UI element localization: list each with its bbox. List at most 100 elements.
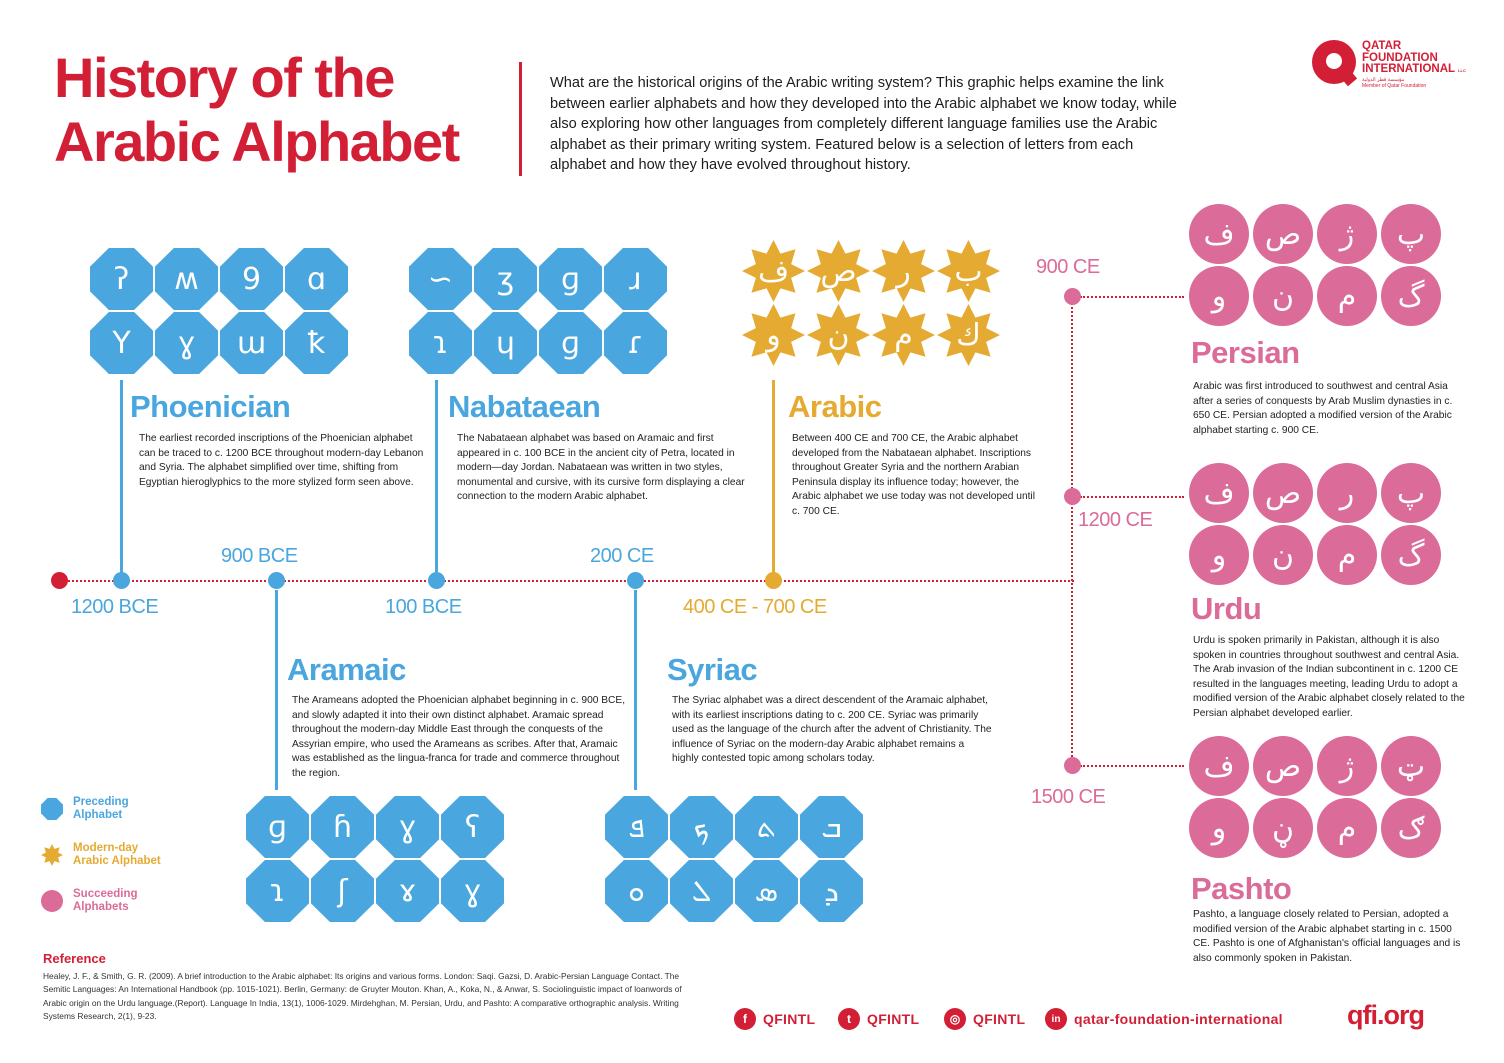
reference-title: Reference	[43, 951, 106, 966]
circle-icon	[41, 890, 63, 912]
title-line-2: Arabic Alphabet	[54, 110, 460, 173]
legend: Preceding Alphabet Modern-day Arabic Alp…	[41, 796, 173, 914]
letter-tile: ɿ	[409, 312, 472, 374]
title-divider	[519, 62, 522, 176]
letter-tile: و	[1189, 798, 1249, 858]
letter-tile: ڼ	[1253, 798, 1313, 858]
urdu-description: Urdu is spoken primarily in Pakistan, al…	[1193, 635, 1465, 719]
letter-tile: ܘ	[605, 860, 668, 922]
letter-tile: ܟ	[670, 796, 733, 858]
logo-wordmark: QATAR FOUNDATION INTERNATIONAL LLC	[1362, 40, 1466, 77]
instagram-icon: ◎	[944, 1008, 966, 1030]
pashto-branch	[1080, 765, 1184, 767]
pashto-title: Pashto	[1191, 871, 1292, 906]
letter-tile: گ	[1381, 525, 1441, 585]
timeline-start-dot	[51, 572, 68, 589]
letter-tile: ʒ	[474, 248, 537, 310]
phoenician-date: 1200 BCE	[71, 596, 159, 618]
letter-tile: پ	[1381, 463, 1441, 523]
facebook-link[interactable]: f QFINTL	[734, 1008, 815, 1030]
arabic-date: 400 CE - 700 CE	[683, 596, 827, 618]
syriac-dot	[627, 572, 644, 589]
reference-text: Healey, J. F., & Smith, G. R. (2009). A …	[43, 971, 682, 1021]
phoenician-letters: ʔ ʍ 9 ɑ Y ɣ ɯ ꝁ	[90, 248, 348, 374]
logo-llc: LLC	[1458, 68, 1466, 73]
phoenician-dot	[113, 572, 130, 589]
letter-tile: ɤ	[376, 860, 439, 922]
syriac-letters: ܦ ܟ ܬ ܒ ܘ ܠ ܣ ܕ	[605, 796, 863, 922]
urdu-title: Urdu	[1191, 591, 1262, 626]
phoenician-title: Phoenician	[130, 389, 291, 424]
pashto-date: 1500 CE	[1031, 786, 1106, 808]
letter-tile: ʍ	[155, 248, 218, 310]
instagram-handle: QFINTL	[973, 1011, 1026, 1027]
linkedin-handle: qatar-foundation-international	[1074, 1011, 1283, 1027]
logo-line-2: FOUNDATION	[1362, 51, 1438, 64]
logo-line-1: QATAR	[1362, 40, 1402, 52]
facebook-icon: f	[734, 1008, 756, 1030]
persian-branch	[1080, 296, 1184, 298]
letter-tile: و	[1189, 525, 1249, 585]
letter-tile: ر	[1317, 463, 1377, 523]
urdu-branch	[1080, 496, 1184, 498]
letter-tile: ف	[1189, 463, 1249, 523]
nabataean-description: The Nabataean alphabet was based on Aram…	[457, 433, 745, 502]
letter-tile: و	[742, 304, 805, 366]
logo-arabic: مؤسسة قطر الدولية	[1362, 77, 1405, 83]
pashto-dot	[1064, 757, 1081, 774]
letter-tile: ɣ	[441, 860, 504, 922]
letter-tile: ɡ	[539, 248, 602, 310]
letter-tile: ژ	[1317, 204, 1377, 264]
letter-tile: ژ	[1317, 736, 1377, 796]
arabic-title: Arabic	[788, 389, 882, 424]
letter-tile: ص	[807, 240, 870, 302]
letter-tile: ɑ	[285, 248, 348, 310]
letter-tile: گ	[1381, 266, 1441, 326]
letter-tile: ܣ	[735, 860, 798, 922]
twitter-link[interactable]: t QFINTL	[838, 1008, 919, 1030]
main-timeline	[60, 580, 1074, 582]
nabataean-title: Nabataean	[448, 389, 601, 424]
letter-tile: ܠ	[670, 860, 733, 922]
letter-tile: م	[1317, 266, 1377, 326]
letter-tile: م	[872, 304, 935, 366]
twitter-handle: QFINTL	[867, 1011, 920, 1027]
letter-tile: ر	[872, 240, 935, 302]
facebook-handle: QFINTL	[763, 1011, 816, 1027]
letter-tile: ن	[1253, 266, 1313, 326]
linkedin-link[interactable]: in qatar-foundation-international	[1045, 1008, 1283, 1030]
linkedin-icon: in	[1045, 1008, 1067, 1030]
arabic-description: Between 400 CE and 700 CE, the Arabic al…	[792, 433, 1035, 517]
persian-description: Arabic was first introduced to southwest…	[1193, 381, 1453, 436]
persian-dot	[1064, 288, 1081, 305]
letter-tile: ɾ	[604, 312, 667, 374]
nabataean-date: 100 BCE	[385, 596, 462, 618]
twitter-icon: t	[838, 1008, 860, 1030]
urdu-letters: ف ص ر پ و ن م گ	[1189, 463, 1441, 585]
logo-line-3: INTERNATIONAL	[1362, 63, 1455, 75]
syriac-connector	[634, 590, 637, 790]
legend-preceding: Preceding Alphabet	[41, 796, 173, 822]
letter-tile: ɣ	[155, 312, 218, 374]
legend-modern: Modern-day Arabic Alphabet	[41, 842, 173, 868]
letter-tile: ɦ	[311, 796, 374, 858]
arabic-letters: ف ص ر ب و ن م ك	[742, 240, 1000, 366]
letter-tile: ف	[1189, 736, 1249, 796]
letter-tile: ʃ	[311, 860, 374, 922]
aramaic-title: Aramaic	[287, 652, 406, 687]
letter-tile: ܒ	[800, 796, 863, 858]
pashto-letters: ف ص ژ ټ و ڼ م ګ	[1189, 736, 1441, 858]
legend-succeeding: Succeeding Alphabets	[41, 888, 173, 914]
arabic-connector	[772, 380, 775, 574]
letter-tile: ن	[1253, 525, 1313, 585]
star-icon	[41, 844, 63, 866]
letter-tile: ګ	[1381, 798, 1441, 858]
website-link[interactable]: qfi.org	[1347, 1000, 1425, 1030]
persian-title: Persian	[1191, 335, 1300, 370]
branch-timeline	[1071, 300, 1073, 765]
instagram-link[interactable]: ◎ QFINTL	[944, 1008, 1025, 1030]
syriac-date: 200 CE	[590, 545, 654, 567]
urdu-dot	[1064, 488, 1081, 505]
aramaic-dot	[268, 572, 285, 589]
letter-tile: ꝁ	[285, 312, 348, 374]
